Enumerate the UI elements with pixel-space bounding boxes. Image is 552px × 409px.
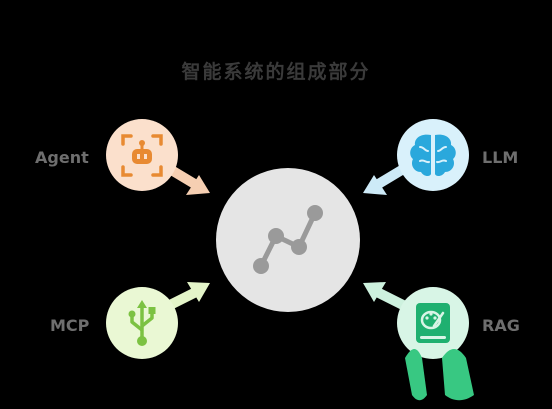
arrow-llm-to-center [363, 163, 410, 195]
arrow-mcp-to-center [163, 282, 210, 311]
center-node [216, 168, 360, 312]
agent-label: Agent [35, 148, 89, 167]
agent-node [106, 119, 178, 191]
llm-node [397, 119, 469, 191]
decorative-cursor-shape [405, 349, 474, 401]
robot-icon [121, 134, 163, 177]
mcp-node [106, 287, 178, 359]
mcp-label: MCP [50, 316, 90, 335]
brain-icon [410, 134, 456, 177]
rag-node [397, 287, 469, 359]
arrow-rag-to-center [363, 282, 410, 311]
diagram-title: 智能系统的组成部分 [181, 61, 371, 83]
usb-icon [128, 300, 156, 346]
arrow-agent-to-center [163, 163, 210, 195]
trend-line-icon [253, 205, 323, 274]
rag-label: RAG [482, 316, 520, 335]
palette-book-icon [416, 303, 450, 343]
llm-label: LLM [482, 148, 519, 167]
